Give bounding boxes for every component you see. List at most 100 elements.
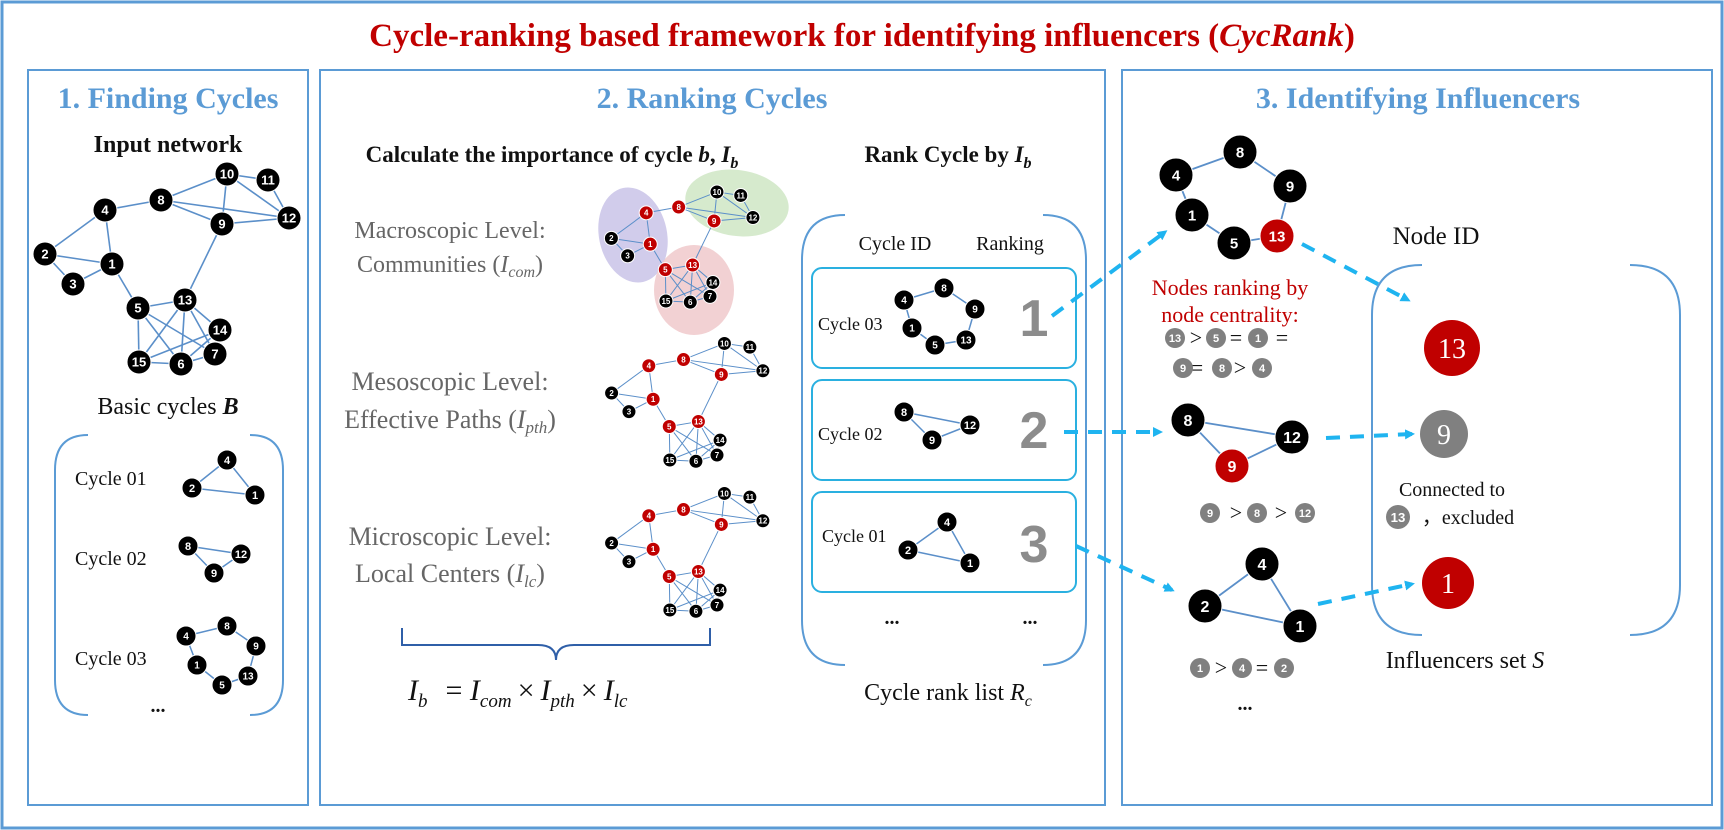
node-label-15: 15 [132, 355, 146, 370]
edge-14-15 [669, 589, 721, 611]
edge-9-13 [697, 524, 722, 572]
edge-8-12 [678, 206, 753, 218]
node-14 [712, 432, 728, 448]
p2-right-bracket [1042, 214, 1087, 666]
connected-node-13-circle [1386, 505, 1410, 529]
sum-brace [401, 628, 711, 661]
rank-row-1-cycle: Cycle 03 [818, 314, 883, 334]
node-9 [209, 211, 235, 237]
rank2-node-9-label: 9 [1207, 508, 1213, 520]
node-label-9: 9 [719, 370, 724, 379]
node-1 [645, 391, 661, 407]
node-label-5: 5 [932, 341, 938, 352]
rank2-node-12-circle [1295, 503, 1315, 523]
node-label-9: 9 [1286, 178, 1294, 195]
influencer-node-1-circle [1422, 557, 1474, 609]
influencer-node-13: 13 [1424, 320, 1480, 376]
edge-10-12 [724, 343, 764, 372]
meso-level-line2: Effective Paths (Ipth) [344, 405, 556, 437]
rank2-node-8-circle [1247, 503, 1267, 523]
rank3-node-4-label: 4 [1239, 663, 1246, 675]
rank-node-4: 4 [1252, 358, 1272, 378]
node-label-1: 1 [651, 395, 656, 404]
node-label-8: 8 [681, 505, 686, 514]
node-1 [642, 236, 658, 252]
rank-cycle-title: Rank Cycle by Ib [864, 142, 1031, 172]
rank-row-1-value: 1 [1020, 290, 1049, 348]
node-label-1: 1 [967, 558, 973, 570]
node-9 [713, 516, 729, 532]
node-1 [186, 654, 208, 676]
node-label-3: 3 [627, 408, 632, 417]
arrow-to-node-9 [1325, 429, 1415, 440]
node-13 [1259, 218, 1295, 254]
node-label-12: 12 [235, 549, 247, 561]
node-label-3: 3 [627, 558, 632, 567]
influencers-set-label: Influencers set S [1386, 648, 1545, 674]
col-cycle-id: Cycle ID [859, 233, 932, 255]
node-label-9: 9 [218, 217, 225, 232]
node-label-10: 10 [220, 167, 234, 182]
edge-9-13 [697, 374, 722, 422]
panel3-title: 3. Identifying Influencers [1256, 82, 1580, 115]
node-15 [662, 602, 678, 618]
node-4 [641, 508, 657, 524]
node-label-5: 5 [1230, 235, 1238, 252]
node-label-9: 9 [719, 520, 724, 529]
node-label-2: 2 [905, 545, 911, 557]
node-5 [125, 295, 151, 321]
arrow-to-node-13 [1301, 242, 1411, 302]
op-gt-2: > [1234, 355, 1246, 380]
node-label-1: 1 [194, 661, 200, 672]
node-12 [755, 513, 771, 529]
rank-row-3 [811, 491, 1077, 593]
node-label-5: 5 [667, 422, 672, 431]
node-13 [690, 564, 706, 580]
node-12 [755, 363, 771, 379]
node-label-13: 13 [960, 336, 972, 347]
rank-row-2-cycle: Cycle 02 [818, 424, 883, 444]
node-4 [893, 289, 915, 311]
p1-cycle-01-graph: 124 [181, 449, 266, 506]
node-4 [641, 358, 657, 374]
node-13 [172, 287, 198, 313]
edge-14-15 [669, 439, 721, 461]
node-label-13: 13 [688, 261, 697, 270]
node-6 [688, 603, 704, 619]
rank-node-13: 13 [1165, 328, 1185, 348]
node-9 [203, 562, 225, 584]
cycle-rank-list-label: Cycle rank list Rc [864, 680, 1032, 710]
node-1 [1282, 608, 1318, 644]
node-9 [1214, 448, 1250, 484]
edge-14-15 [138, 329, 221, 363]
node-label-2: 2 [609, 539, 614, 548]
node-9 [706, 213, 722, 229]
micro-level-line2: Local Centers (Ilc) [355, 559, 545, 591]
node-11 [742, 489, 758, 505]
formula: Ib= Icom×Ipth×Ilc [407, 674, 628, 712]
node-label-15: 15 [661, 297, 670, 306]
node-12 [959, 414, 981, 436]
node-8 [1222, 134, 1258, 170]
node-5 [661, 569, 677, 585]
node-8 [148, 187, 174, 213]
node-5 [661, 419, 677, 435]
rank2-node-8: 8 [1247, 503, 1267, 523]
calc-importance-label: Calculate the importance of cycle b, Ib [366, 142, 739, 172]
node-label-9: 9 [211, 568, 217, 580]
node-label-8: 8 [157, 193, 164, 208]
red-text-line1: Nodes ranking by [1152, 275, 1308, 300]
excluded-label: ，excluded [1422, 507, 1514, 529]
node-9 [964, 298, 986, 320]
node-label-1: 1 [108, 257, 115, 272]
node-label-12: 12 [758, 367, 767, 376]
node-1 [645, 541, 661, 557]
influencer-node-1-label: 1 [1441, 569, 1455, 600]
